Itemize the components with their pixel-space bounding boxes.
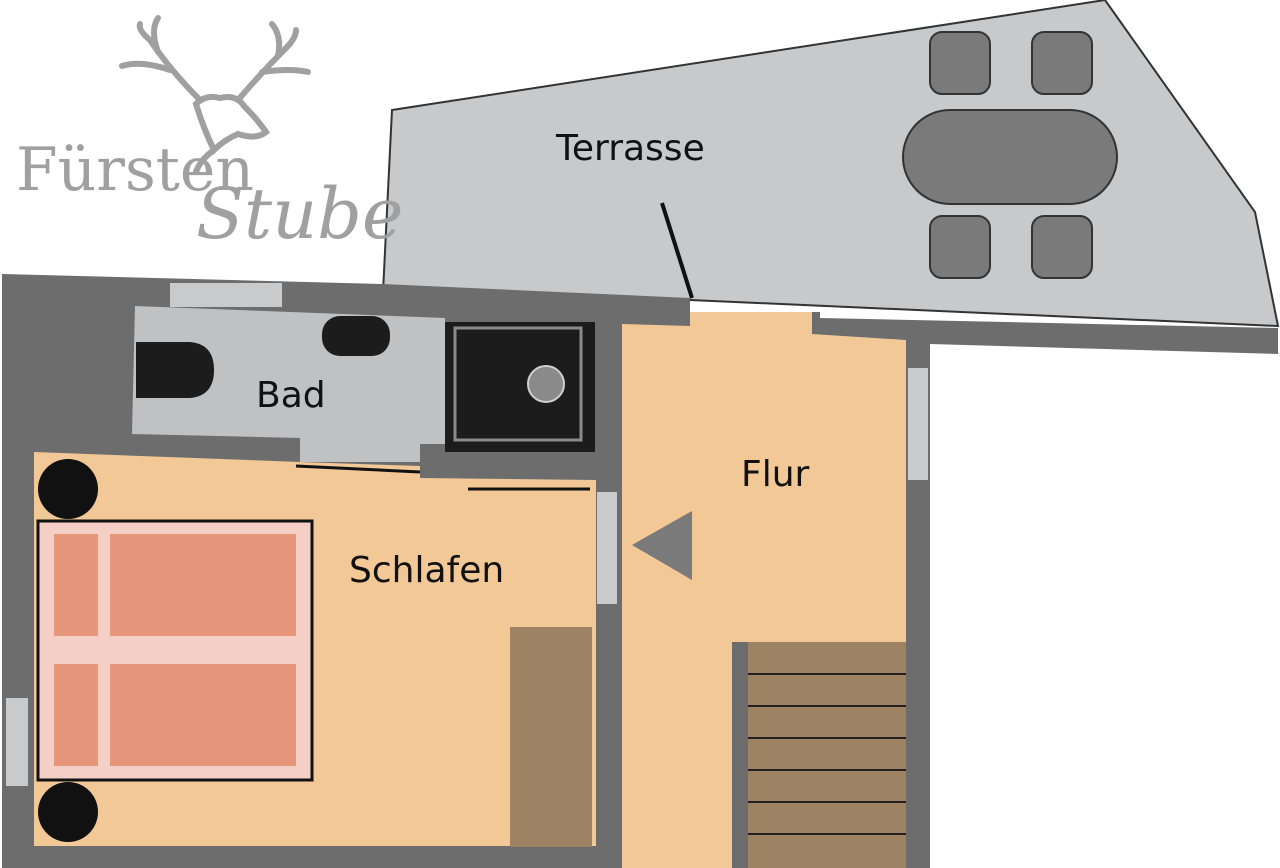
terrace-furniture: [902, 31, 1118, 279]
chair-icon: [929, 31, 991, 95]
label-bath: Bad: [256, 375, 326, 416]
window: [6, 698, 28, 786]
stairs: [732, 642, 906, 868]
wardrobe: [510, 627, 592, 847]
stairs-body: [748, 642, 906, 868]
chair-icon: [1031, 31, 1093, 95]
toilet-icon: [136, 342, 214, 398]
label-hall: Flur: [741, 454, 810, 495]
window: [908, 368, 928, 480]
chair-icon: [929, 215, 991, 279]
drain-icon: [527, 365, 565, 403]
stairs-rail: [732, 642, 748, 868]
sink-icon: [322, 316, 390, 356]
mattress: [110, 534, 296, 636]
terrace: [381, 0, 1280, 328]
bath-fixtures: [136, 316, 390, 398]
nightstand-icon: [38, 782, 98, 842]
logo: Fürsten Stube: [16, 15, 403, 255]
window: [170, 283, 282, 307]
window: [597, 492, 617, 604]
label-terrace: Terrasse: [555, 128, 705, 169]
terrace-area: [381, 0, 1280, 328]
table-icon: [902, 109, 1118, 205]
logo-text-1: Fürsten: [16, 135, 254, 205]
nightstand-icon: [38, 459, 98, 519]
windows: [6, 283, 928, 786]
mattress: [110, 664, 296, 766]
logo-text-2: Stube: [196, 173, 403, 255]
door-line: [295, 464, 421, 474]
mattress: [54, 664, 98, 766]
mattress: [54, 534, 98, 636]
bed: [36, 519, 314, 782]
stag-head-icon: [119, 15, 311, 175]
door-line: [660, 202, 694, 299]
chair-icon: [1031, 215, 1093, 279]
entrance-arrow-icon: [632, 511, 692, 580]
label-bedroom: Schlafen: [349, 550, 504, 591]
